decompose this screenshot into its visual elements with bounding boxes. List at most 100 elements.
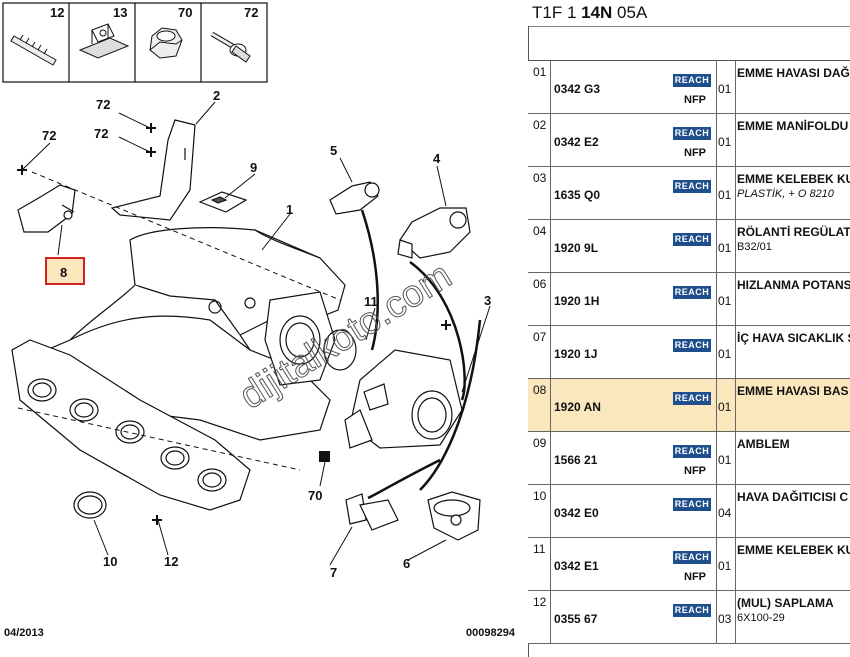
leader-lines (17, 101, 491, 566)
part-quantity: 04 (718, 506, 732, 520)
row-desc-cell: EMME HAVASI DAĞ (735, 61, 850, 113)
callout-70: 70 (308, 488, 322, 503)
stud-bolt-icon (10, 34, 57, 66)
callout-12: 12 (164, 554, 178, 569)
thumb-12[interactable]: 12 (10, 5, 64, 66)
footer-drawing-ref: 00098294 (466, 627, 516, 639)
part-reference[interactable]: 0342 E1 (554, 559, 599, 573)
row-qty-cell: 01 (716, 220, 736, 272)
flange-screw-icon (210, 31, 251, 63)
callout-72-c: 72 (42, 128, 56, 143)
reach-badge: REACH (673, 180, 711, 193)
part-reference[interactable]: 0355 67 (554, 612, 598, 626)
throttle-potentiometer-part[interactable] (427, 491, 481, 541)
row-desc-cell: AMBLEM (735, 432, 850, 484)
part-description: RÖLANTİ REGÜLAT (737, 225, 850, 239)
part-reference[interactable]: 1920 1J (554, 347, 598, 361)
manifold-flange[interactable] (11, 339, 251, 511)
row-qty-cell: 01 (716, 167, 736, 219)
table-header-spacer (528, 26, 850, 61)
title-bold: 14N (581, 3, 613, 22)
table-row[interactable]: 11 0342 E1 REACH NFP 01 EMME KELEBEK KU (528, 538, 850, 591)
part-description: AMBLEM (737, 437, 790, 451)
reach-badge: REACH (673, 445, 711, 458)
reach-badge: REACH (673, 604, 711, 617)
callout-8-highlight[interactable]: 8 (45, 257, 85, 285)
part-description: EMME HAVASI DAĞ (737, 66, 850, 80)
row-desc-cell: HAVA DAĞITICISI C (735, 485, 850, 537)
row-qty-cell: 03 (716, 591, 736, 643)
row-qty-cell: 01 (716, 432, 736, 484)
part-reference[interactable]: 1920 9L (554, 241, 599, 255)
row-desc-cell: HIZLANMA POTANS (735, 273, 850, 325)
part-reference[interactable]: 1920 1H (554, 294, 600, 308)
part-description: EMME HAVASI BAS (737, 384, 849, 398)
throttle-flange[interactable] (264, 291, 336, 386)
reach-badge: REACH (673, 233, 711, 246)
idle-valve-part[interactable] (397, 207, 471, 259)
callout-72-a: 72 (96, 97, 110, 112)
part-quantity: 01 (718, 135, 732, 149)
part-description-detail: B32/01 (737, 241, 772, 253)
part-reference[interactable]: 1635 Q0 (554, 188, 601, 202)
part-reference[interactable]: 1920 AN (554, 400, 601, 414)
part-quantity: 01 (718, 453, 732, 467)
bracket-part[interactable] (110, 119, 196, 221)
air-temp-sensor-part[interactable] (345, 493, 399, 531)
callout-6: 6 (403, 556, 410, 571)
part-quantity: 01 (718, 559, 732, 573)
callout-2: 2 (213, 88, 220, 103)
document-title: T1F 1 14N 05A (532, 3, 647, 23)
part-reference[interactable]: 0342 E2 (554, 135, 599, 149)
map-sensor-part[interactable] (17, 184, 76, 233)
seal-ring-part[interactable] (323, 329, 357, 371)
reach-badge: REACH (673, 551, 711, 564)
thumb-70[interactable]: 70 (149, 5, 192, 59)
fastener-markers (17, 123, 451, 525)
part-description-detail: 6X100-29 (737, 612, 785, 624)
part-reference[interactable]: 1566 21 (554, 453, 598, 467)
callout-3: 3 (484, 293, 491, 308)
o-ring-part[interactable] (73, 491, 107, 519)
document-header: T1F 1 14N 05A (528, 0, 850, 27)
throttle-body-part[interactable] (344, 349, 463, 449)
thumb-72[interactable]: 72 (210, 5, 258, 63)
part-description: EMME KELEBEK KU (737, 543, 850, 557)
thumb-number: 70 (178, 5, 192, 20)
row-index: 02 (533, 118, 547, 132)
callout-8: 8 (60, 265, 67, 280)
row-index-cell: 11 (528, 538, 551, 590)
bracket-clip-icon (78, 23, 130, 59)
part-reference[interactable]: 0342 G3 (554, 82, 601, 96)
temp-sensor-part[interactable] (329, 181, 380, 215)
row-qty-cell: 04 (716, 485, 736, 537)
part-description: EMME KELEBEK KU (737, 172, 850, 186)
part-quantity: 01 (718, 82, 732, 96)
row-qty-cell: 01 (716, 61, 736, 113)
part-description-detail: PLASTİK, + O 8210 (737, 188, 834, 200)
thumb-13[interactable]: 13 (78, 5, 130, 59)
row-desc-cell: EMME HAVASI BAS (735, 379, 850, 431)
row-ref-cell: 0342 E1 REACH NFP (551, 538, 715, 590)
reach-badge: REACH (673, 339, 711, 352)
reach-badge: REACH (673, 498, 711, 511)
row-index-cell: 06 (528, 273, 551, 325)
badge-part[interactable] (198, 191, 248, 213)
nfp-label: NFP (684, 571, 706, 583)
part-reference[interactable]: 0342 E0 (554, 506, 599, 520)
row-index: 11 (533, 542, 546, 556)
